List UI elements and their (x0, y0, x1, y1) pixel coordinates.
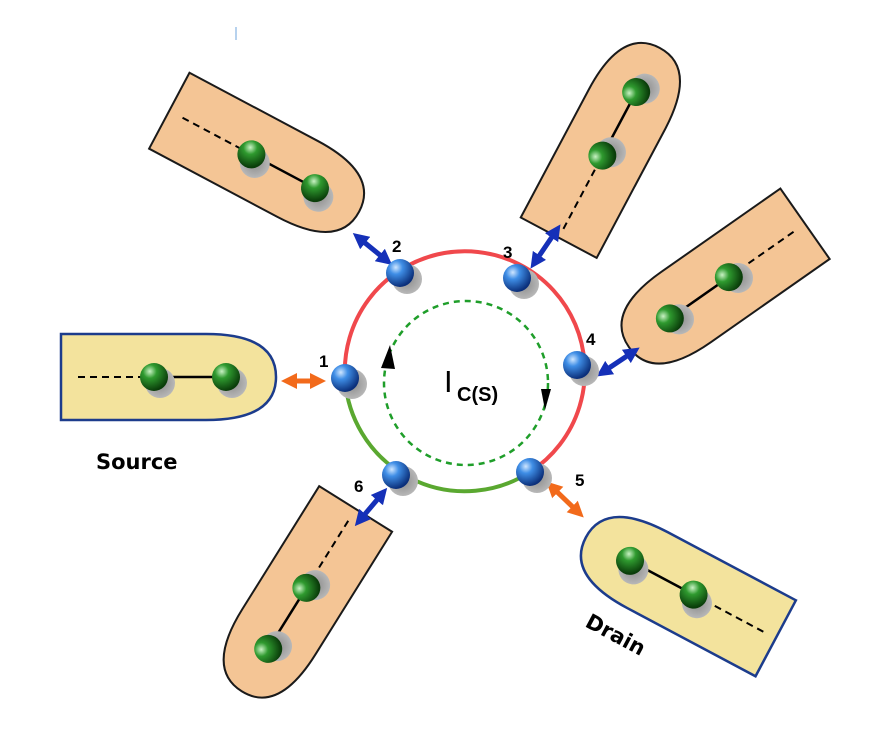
current-label-main: I (444, 364, 453, 399)
site-number-2: 2 (392, 237, 401, 256)
lead-site-3 (519, 41, 681, 260)
lead-site-6 (222, 484, 394, 699)
lead-site-sphere (140, 363, 168, 391)
ring-arm-red (342, 249, 587, 474)
lead-site-sphere (655, 304, 684, 333)
lead-site-sphere (237, 140, 266, 169)
ring-site-1 (331, 364, 367, 399)
ring-arm-green (343, 377, 532, 494)
coupling-arrow-site-3 (530, 224, 561, 269)
coupling-arrow-site-6 (354, 487, 388, 527)
lead-site-sphere (679, 580, 708, 609)
lead-site-sphere (300, 174, 329, 203)
ring-site-3 (503, 264, 539, 299)
lead-dashed-chain (562, 155, 604, 230)
ring-site-4 (563, 351, 599, 386)
coupling-arrow-site-4 (596, 347, 640, 377)
ring-site-6 (382, 461, 418, 496)
site-number-6: 6 (354, 477, 363, 496)
lead-site-sphere (622, 78, 651, 107)
drain-label: Drain (582, 609, 650, 660)
lead-site-sphere (616, 546, 645, 575)
coupling-arrow-site-5 (546, 481, 584, 518)
site-number-4: 4 (586, 330, 596, 349)
site-number-3: 3 (503, 243, 512, 262)
lead-site-sphere (292, 573, 321, 602)
lead-source (59, 332, 278, 422)
current-label-subscript: C(S) (457, 384, 498, 406)
ring-site-2 (386, 259, 422, 294)
current-arrow-left (381, 345, 395, 369)
lead-drain (579, 515, 798, 678)
ring-site-5 (516, 458, 552, 493)
circulating-current-loop (382, 299, 550, 467)
site-number-5: 5 (575, 471, 584, 490)
current-arrow-right (541, 389, 551, 410)
source-label: Source (96, 450, 178, 474)
lead-site-sphere (714, 263, 743, 292)
lead-site-sphere (212, 363, 240, 391)
coupling-arrow-site-2 (352, 232, 393, 266)
lead-site-sphere (254, 634, 283, 663)
lead-site-2 (147, 71, 366, 233)
lead-site-sphere (588, 141, 617, 170)
site-number-1: 1 (319, 352, 328, 371)
lead-site-4 (620, 187, 832, 365)
